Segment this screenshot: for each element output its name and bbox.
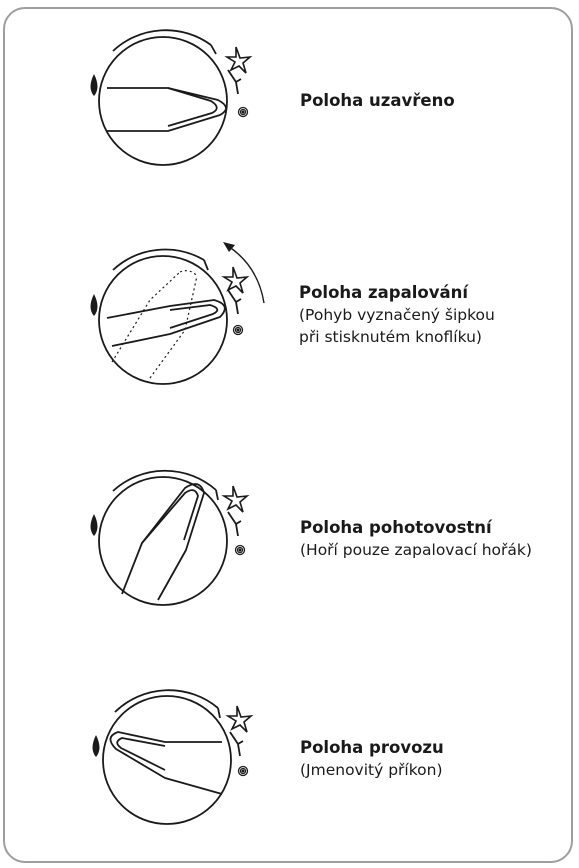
position-title: Poloha pohotovostní [300,518,492,537]
label-operation: Poloha provozu (Jmenovitý příkon) [300,737,444,781]
dial-ring [102,689,244,825]
ignition-star-icon [224,46,253,74]
ignition-star-icon [225,705,254,733]
position-note: při stisknutém knoflíku) [299,328,482,346]
panel-frame [3,7,573,863]
flame-icon [90,74,98,96]
motion-arrow [227,245,265,304]
dial-pointer-motion [111,270,198,379]
dial-ring [98,29,242,166]
position-title: Poloha uzavřeno [300,91,455,110]
label-closed: Poloha uzavřeno [300,90,455,112]
dial-ring [98,248,242,385]
position-title: Poloha zapalování [299,283,469,302]
label-ignition: Poloha zapalování (Pohyb vyznačený šipko… [299,282,495,348]
flame-icon [90,294,98,316]
position-note: (Hoří pouze zapalovací hořák) [300,541,532,559]
dial-pointer [106,299,226,347]
ignition-star-icon [221,266,250,294]
pilot-spiral-icon [234,544,246,556]
dial-pointer [109,731,223,795]
motion-arrowhead [223,242,235,252]
pilot-spiral-icon [232,324,244,336]
flame-icon [90,514,98,536]
pilot-spiral-icon [237,106,249,118]
ignition-star-icon [221,485,250,513]
dial-pointer [121,483,205,601]
flame-icon [92,735,100,757]
dial-ring [98,469,242,606]
position-note: (Pohyb vyznačený šipkou [299,306,495,324]
label-standby: Poloha pohotovostní (Hoří pouze zapalova… [300,517,532,561]
dial-pointer [107,87,227,132]
position-title: Poloha provozu [300,738,444,757]
position-note: (Jmenovitý příkon) [300,761,443,779]
pilot-spiral-icon [237,765,249,777]
